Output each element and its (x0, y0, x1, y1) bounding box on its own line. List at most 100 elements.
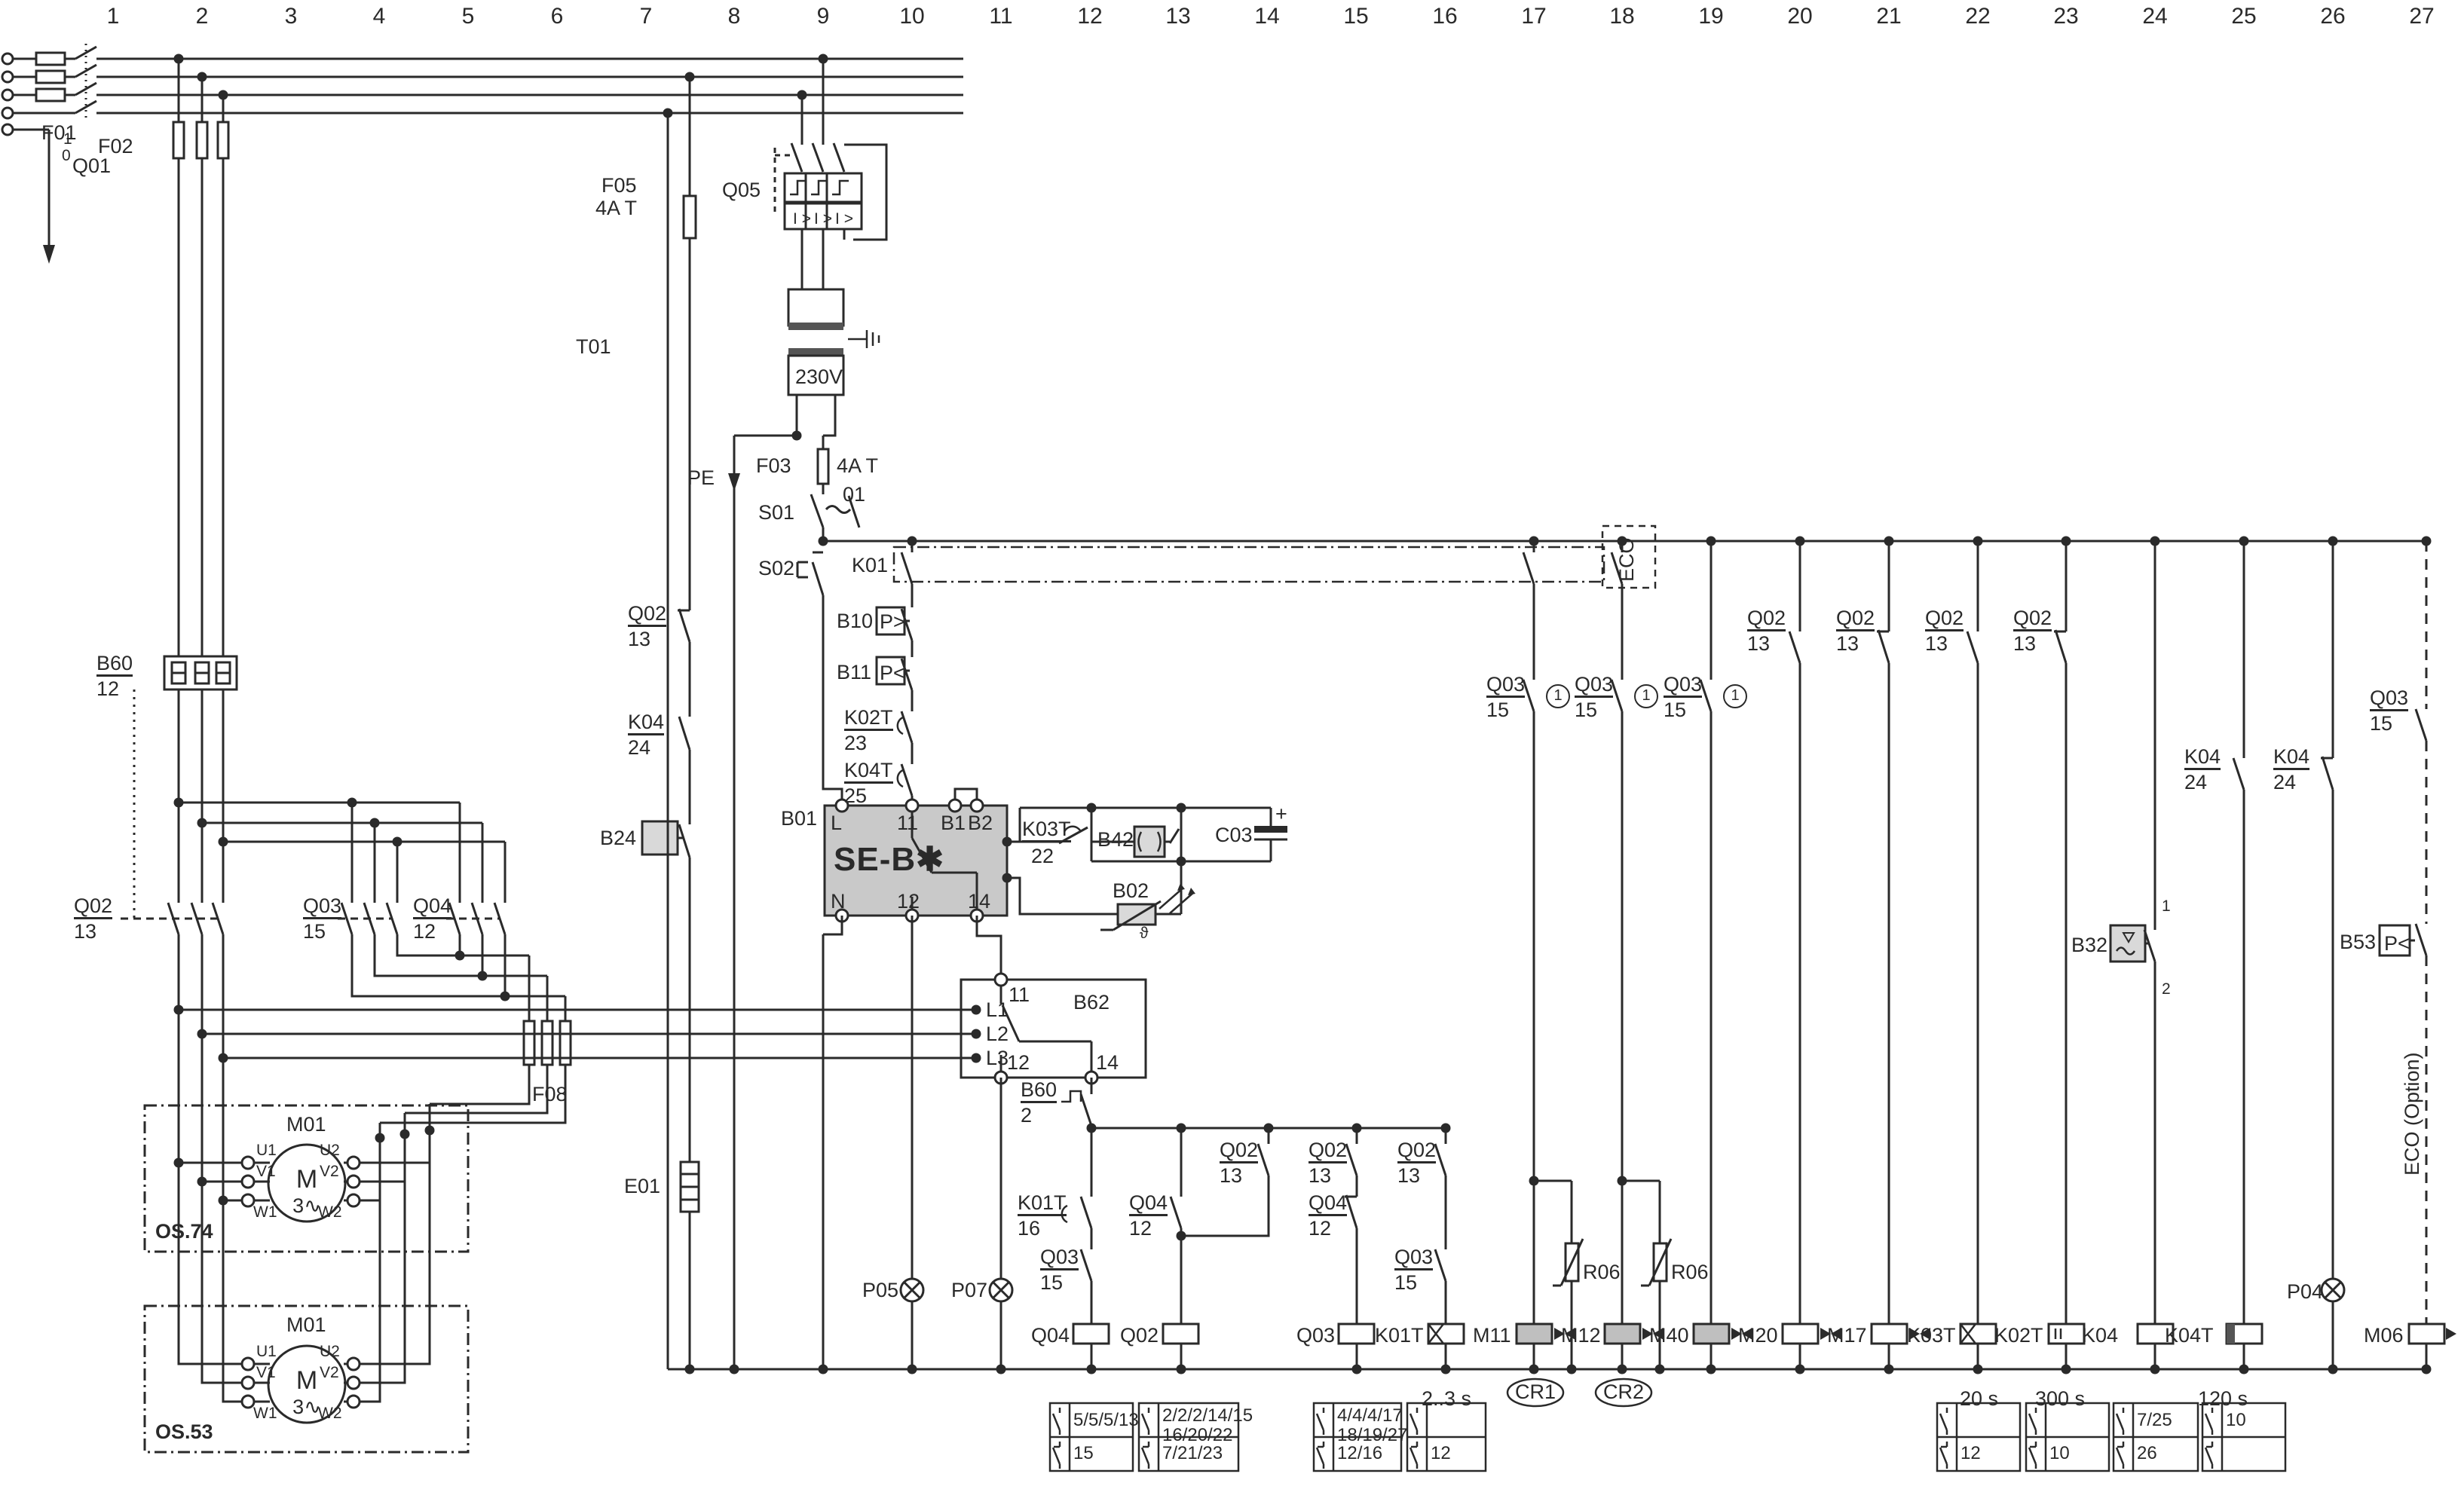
m40-label: M40 (1649, 1324, 1689, 1347)
f03-rating: 4A T (837, 454, 879, 477)
column-number-14: 14 (1254, 4, 1280, 29)
f08-label: F08 (532, 1083, 568, 1105)
m17-branch (1870, 541, 1930, 1369)
b32-label: B32 (2071, 934, 2108, 956)
q05-label: Q05 (722, 179, 761, 201)
f05-label: F05 (601, 174, 637, 197)
tbl-q02-nc: 7/21/23 (1162, 1443, 1223, 1463)
q02-13-b-n: 13 (1309, 1164, 1332, 1187)
q04-12-b-n: 12 (1309, 1217, 1332, 1240)
p04-label: P04 (2287, 1280, 2324, 1303)
column-number-1: 1 (106, 4, 120, 29)
column-number-10: 10 (899, 4, 925, 29)
q02-13-b: Q02 (1309, 1139, 1348, 1164)
k04-24-a: K04 (2184, 746, 2221, 771)
m01-a-3ph: 3∿ (292, 1194, 321, 1217)
p07-lamp (988, 1078, 1014, 1369)
m40-branch (1692, 541, 1752, 1369)
k04t-ref: K04T (844, 760, 893, 784)
m01-b-label: M01 (286, 1313, 326, 1336)
q03-15-r2: Q03 (1575, 674, 1614, 699)
f02-label: F02 (98, 135, 133, 157)
q05-i3: I > (835, 210, 853, 228)
k04-24-a-n: 24 (2184, 771, 2208, 793)
ref-table-k04t (2201, 1402, 2287, 1472)
m01-a-u2: U2 (320, 1142, 340, 1159)
tbl-k03t-nc: 12 (1960, 1443, 1981, 1463)
os53-label: OS.53 (155, 1420, 213, 1443)
p05-label: P05 (862, 1279, 899, 1301)
q02-13-a: Q02 (1220, 1139, 1259, 1164)
column-number-7: 7 (639, 4, 653, 29)
column-number-23: 23 (2053, 4, 2079, 29)
b53-sym: P< (2384, 932, 2410, 955)
ref-table-k04 (2112, 1402, 2199, 1472)
k02t-branch (2047, 541, 2086, 1369)
column-number-16: 16 (1432, 4, 1458, 29)
tbl-q04-no: 5/5/5/13 (1073, 1410, 1139, 1430)
q03-15-r3: Q03 (1664, 674, 1703, 699)
q02-13-a-n: 13 (1220, 1164, 1243, 1187)
eco-option-branch (2378, 541, 2456, 1369)
m11-label: M11 (1473, 1324, 1511, 1347)
cr2-label: CR2 (1602, 1381, 1645, 1403)
b60-2-contact (1061, 1078, 1093, 1128)
q02-13-e: Q02 (1836, 607, 1875, 632)
m11-branch (1506, 541, 1584, 1408)
heater-branch (641, 72, 700, 1369)
seb-term-b2: B2 (968, 812, 993, 834)
s02-label: S02 (758, 557, 795, 579)
q02-13-g: Q02 (2013, 607, 2052, 632)
seb-module (823, 787, 1012, 923)
column-number-17: 17 (1521, 4, 1547, 29)
seb-term-11: 11 (897, 812, 919, 834)
k02t-coil-label: K02T (1994, 1324, 2043, 1347)
b32-t1: 1 (2162, 897, 2171, 915)
q04-12-main: Q04 (413, 895, 452, 920)
m01-a-label: M01 (286, 1113, 326, 1136)
f01-fuses (35, 51, 66, 102)
q03-main-contacts (338, 902, 399, 935)
b24-label: B24 (600, 827, 637, 849)
t01-transformer (728, 288, 880, 1369)
s02-button (796, 551, 843, 800)
f08-fuses (380, 1020, 572, 1124)
cr1-label: CR1 (1514, 1381, 1556, 1403)
k04-branch (2109, 541, 2175, 1369)
q03-15-opt: Q03 (2370, 687, 2409, 712)
q02-13-c-n: 13 (1397, 1164, 1421, 1187)
b60-12-ref-n: 12 (96, 677, 120, 700)
k04-coil-label: K04 (2082, 1324, 2119, 1347)
os74-label: OS.74 (155, 1220, 213, 1243)
q03-15-r3-n: 15 (1664, 699, 1687, 721)
m01-b-w2: W2 (318, 1405, 342, 1422)
tbl-q03-no2: 18/19/27 (1337, 1425, 1408, 1445)
q05-i2: I > (814, 210, 832, 228)
m06-label: M06 (2364, 1324, 2404, 1347)
b01-label: B01 (781, 807, 818, 830)
time-20s: 20 s (1960, 1387, 1999, 1410)
q04-12-b: Q04 (1309, 1192, 1348, 1217)
tbl-k04-no: 7/25 (2137, 1410, 2172, 1430)
f03-fuse (816, 448, 830, 494)
m01-b-3ph: 3∿ (292, 1396, 321, 1418)
q01-label: Q01 (72, 154, 112, 177)
b11-label: B11 (837, 661, 872, 683)
ref-table-k01t (1406, 1402, 1487, 1472)
q04-12-main-n: 12 (413, 920, 436, 943)
b10-label: B10 (837, 610, 874, 632)
k04-24-htr-n: 24 (628, 736, 651, 759)
q02-sealin-branch (1181, 1128, 1270, 1237)
c03-plus: + (1275, 803, 1287, 825)
column-number-25: 25 (2231, 4, 2257, 29)
ref-table-q03 (1312, 1402, 1403, 1472)
eco-option-label: ECO (Option) (2401, 1052, 2423, 1176)
circle-1-a: 1 (1546, 684, 1570, 708)
tbl-q02-no2: 16/20/22 (1162, 1425, 1233, 1445)
k01-contact-chain (875, 541, 1605, 800)
q05-breaker (773, 54, 888, 289)
b10-sym: P> (880, 610, 905, 633)
k01t-coil-branch (1427, 1128, 1465, 1369)
circle-1-b: 1 (1634, 684, 1658, 708)
b62-label: B62 (1073, 991, 1110, 1014)
